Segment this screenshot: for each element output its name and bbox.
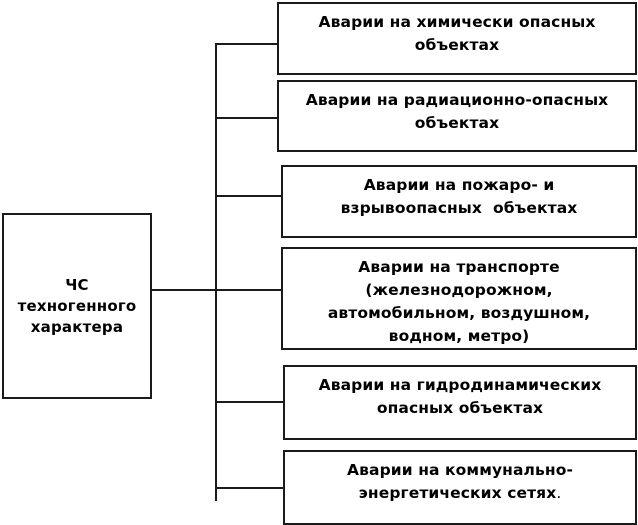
leaf-node-hydrodynamic[interactable]: Аварии на гидродинамических опасных объе… — [283, 365, 637, 440]
leaf-node-label-chemical: Аварии на химически опасных объектах — [318, 13, 596, 54]
connector-branch-3 — [215, 195, 283, 197]
leaf-node-label-utility-energy: Аварии на коммунально- энергетических се… — [285, 452, 635, 505]
leaf-node-label-fire-explosion: Аварии на пожаро- и взрывоопасных объект… — [340, 176, 578, 217]
leaf-node-label-radiation: Аварии на радиационно-опасных объектах — [305, 91, 609, 132]
leaf-node-label-hydrodynamic: Аварии на гидродинамических опасных объе… — [318, 376, 602, 417]
leaf-node-fire-explosion[interactable]: Аварии на пожаро- и взрывоопасных объект… — [281, 165, 637, 238]
connector-branch-2 — [215, 117, 279, 119]
connector-branch-6 — [215, 487, 285, 489]
connector-branch-4 — [215, 289, 283, 291]
leaf-node-radiation[interactable]: Аварии на радиационно-опасных объектах — [277, 80, 637, 152]
leaf-node-label-transport: Аварии на транспорте (железнодорожном, а… — [327, 258, 591, 345]
leaf-node-utility-energy[interactable]: Аварии на коммунально- энергетических се… — [283, 450, 637, 525]
connector-vertical-trunk — [215, 43, 217, 501]
connector-branch-1 — [215, 43, 279, 45]
connector-root-stem — [152, 289, 216, 291]
leaf-node-label-utility-energy-main: Аварии на коммунально- энергетических се… — [347, 461, 573, 502]
root-node-label: ЧС техногенного характера — [17, 275, 137, 336]
root-node-chs-tehnogennogo-haraktera[interactable]: ЧС техногенного характера — [2, 213, 152, 399]
leaf-node-chemical[interactable]: Аварии на химически опасных объектах — [277, 2, 637, 75]
leaf-node-label-utility-energy-period: . — [556, 484, 562, 502]
leaf-node-transport[interactable]: Аварии на транспорте (железнодорожном, а… — [281, 247, 637, 350]
connector-branch-5 — [215, 401, 285, 403]
